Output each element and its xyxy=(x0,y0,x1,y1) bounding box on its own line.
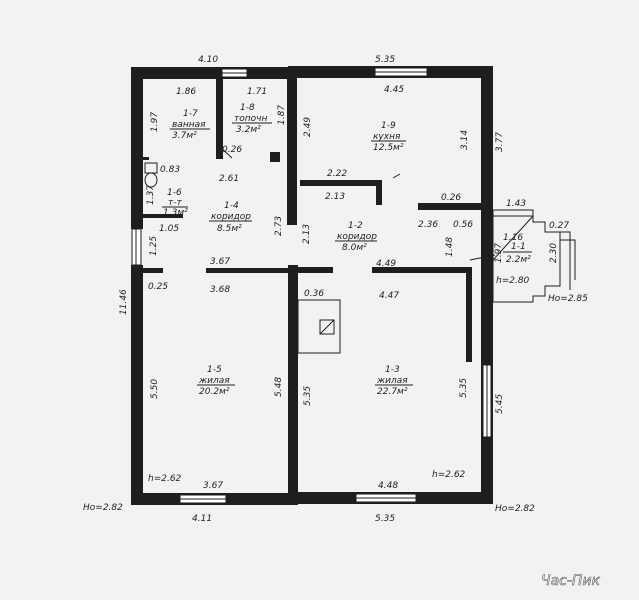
svg-text:1.43: 1.43 xyxy=(506,199,526,209)
room-area: 2.2м² xyxy=(506,255,531,265)
ground-height-porch: Hо=2.85 xyxy=(548,294,588,304)
svg-text:5.48: 5.48 xyxy=(274,377,284,397)
dim-top-left: 4.10 xyxy=(198,55,218,65)
svg-text:3.67: 3.67 xyxy=(210,257,230,267)
svg-text:2.13: 2.13 xyxy=(325,192,345,202)
room-number: 1-7 xyxy=(183,109,198,119)
room-1-8: 1-8 топочн 3.2м² xyxy=(232,103,272,135)
svg-text:1.97: 1.97 xyxy=(494,243,504,263)
room-area: 3.7м² xyxy=(172,131,197,141)
svg-text:5.35: 5.35 xyxy=(303,386,313,406)
dimensions: 4.10 5.35 1.86 1.71 4.45 1.97 1.87 2.49 … xyxy=(119,55,569,524)
outer-walls xyxy=(131,66,493,505)
room-1-2: 1-2 коридор 8.0м² xyxy=(335,221,377,253)
svg-text:4.47: 4.47 xyxy=(379,291,399,301)
svg-text:3.68: 3.68 xyxy=(210,285,230,295)
room-name: ванная xyxy=(172,120,206,130)
svg-text:5.45: 5.45 xyxy=(495,394,505,414)
height-porch: h=2.80 xyxy=(496,276,530,286)
room-area: 8.5м² xyxy=(217,224,242,234)
svg-text:1.87: 1.87 xyxy=(277,105,287,125)
svg-text:2.22: 2.22 xyxy=(327,169,347,179)
svg-text:5.50: 5.50 xyxy=(150,379,160,399)
svg-text:0.26: 0.26 xyxy=(441,193,461,203)
svg-text:1.86: 1.86 xyxy=(176,87,196,97)
room-1-5: 1-5 жилая 20.2м² xyxy=(197,365,235,397)
room-name: кухня xyxy=(373,132,401,142)
svg-text:2.73: 2.73 xyxy=(274,216,284,236)
room-1-9: 1-9 кухня 12.5м² xyxy=(371,121,406,153)
svg-text:2.13: 2.13 xyxy=(302,224,312,244)
svg-text:1.05: 1.05 xyxy=(159,224,179,234)
height-left: h=2.62 xyxy=(148,474,182,484)
room-area: 22.7м² xyxy=(377,387,408,397)
svg-text:4.48: 4.48 xyxy=(378,481,398,491)
room-1-3: 1-3 жилая 22.7м² xyxy=(375,365,413,397)
room-1-6: 1-6 т-т 1.3м² xyxy=(162,188,188,218)
room-number: 1-5 xyxy=(207,365,222,375)
room-name: жилая xyxy=(376,376,408,386)
room-1-7: 1-7 ванная 3.7м² xyxy=(170,109,210,141)
room-area: 1.3м² xyxy=(163,208,188,218)
svg-text:2.61: 2.61 xyxy=(219,174,239,184)
svg-text:1.16: 1.16 xyxy=(503,233,523,243)
svg-text:0.56: 0.56 xyxy=(453,220,473,230)
dim-left-total: 11.46 xyxy=(119,289,129,315)
room-name: коридор xyxy=(211,212,251,222)
room-number: 1-2 xyxy=(348,221,363,231)
room-number: 1-6 xyxy=(167,188,182,198)
watermark: Час-Пик xyxy=(541,573,601,589)
room-name: жилая xyxy=(198,376,230,386)
heights: h=2.62 h=2.62 h=2.80 Hо=2.82 Hо=2.82 Hо=… xyxy=(83,276,588,514)
svg-text:0.25: 0.25 xyxy=(148,282,168,292)
room-area: 20.2м² xyxy=(199,387,230,397)
room-number: 1-3 xyxy=(385,365,400,375)
interior-walls xyxy=(143,70,481,505)
room-area: 3.2м² xyxy=(236,125,261,135)
svg-text:1.25: 1.25 xyxy=(149,236,159,256)
height-right: h=2.62 xyxy=(432,470,466,480)
room-name: т-т xyxy=(168,198,182,208)
room-1-4: 1-4 коридор 8.5м² xyxy=(209,201,252,234)
svg-text:1.48: 1.48 xyxy=(445,237,455,257)
ground-height-left: Hо=2.82 xyxy=(83,503,123,513)
svg-text:0.27: 0.27 xyxy=(549,221,569,231)
dim-bottom-left: 4.11 xyxy=(192,514,212,524)
room-number: 1-1 xyxy=(511,242,526,252)
room-area: 8.0м² xyxy=(342,243,367,253)
porch xyxy=(469,209,576,303)
svg-text:1.71: 1.71 xyxy=(247,87,267,97)
svg-text:5.35: 5.35 xyxy=(459,378,469,398)
svg-text:2.49: 2.49 xyxy=(303,117,313,137)
svg-text:1.37: 1.37 xyxy=(146,185,156,205)
room-number: 1-4 xyxy=(224,201,239,211)
ground-height-right: Hо=2.82 xyxy=(495,504,535,514)
room-name: топочн xyxy=(234,114,267,124)
room-number: 1-9 xyxy=(381,121,396,131)
svg-text:2.30: 2.30 xyxy=(549,243,559,263)
dim-top-right: 5.35 xyxy=(375,55,395,65)
dim-bottom-right: 5.35 xyxy=(375,514,395,524)
svg-text:3.67: 3.67 xyxy=(203,481,223,491)
svg-text:4.45: 4.45 xyxy=(384,85,404,95)
svg-text:2.36: 2.36 xyxy=(418,220,438,230)
svg-text:1.97: 1.97 xyxy=(150,112,160,132)
svg-text:3.77: 3.77 xyxy=(495,132,505,152)
room-area: 12.5м² xyxy=(373,143,404,153)
svg-text:3.14: 3.14 xyxy=(460,130,470,150)
svg-text:0.26: 0.26 xyxy=(222,145,242,155)
svg-text:0.36: 0.36 xyxy=(304,289,324,299)
svg-text:0.83: 0.83 xyxy=(160,165,180,175)
room-1-1: 1-1 2.2м² xyxy=(503,242,532,265)
svg-text:4.49: 4.49 xyxy=(376,259,396,269)
room-name: коридор xyxy=(337,232,377,242)
room-number: 1-8 xyxy=(240,103,255,113)
